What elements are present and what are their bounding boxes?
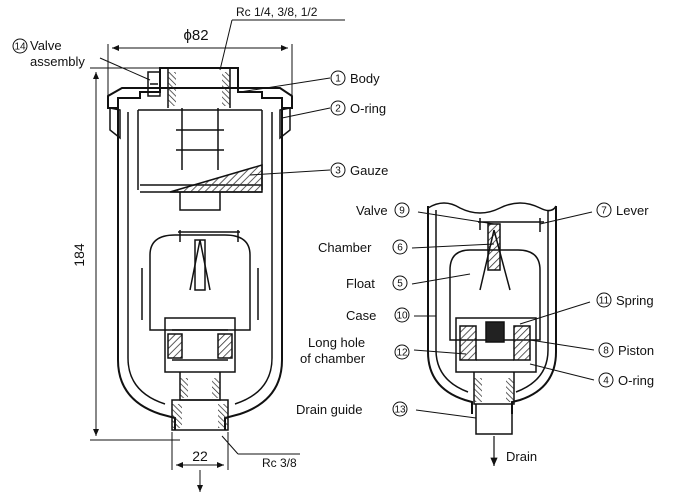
label-oring-left: 2 O-ring [330,100,386,116]
label-text: Float [346,276,375,291]
label-lever: 7 Lever [596,202,649,218]
label-valve-assembly: 14 Valve assembly [12,38,85,69]
label-drain-guide: Drain guide 13 [296,401,408,417]
left-dimensions [90,19,345,492]
label-text: Lever [616,203,649,218]
callout-circle-icon [394,307,410,323]
callout-circle-icon [12,38,28,54]
label-text: O-ring [618,373,654,388]
callout-number: 1 [335,74,341,85]
label-piston: 8 Piston [598,342,654,358]
left-assembly-drawing [107,67,293,431]
callout-number: 11 [599,296,610,307]
left-leader-lines [99,57,331,176]
label-float: Float 5 [346,275,408,291]
callout-number: 14 [14,42,26,53]
label-text: Case [346,308,376,323]
callout-number: 6 [397,243,403,254]
label-gauze: 3 Gauze [330,162,388,178]
callout-number: 5 [397,279,403,290]
label-valve: Valve 9 [356,202,410,218]
label-oring-right: 4 O-ring [598,372,654,388]
callout-circle-icon [598,342,614,358]
label-long-hole: Long hole of chamber 12 [300,335,410,366]
label-text: Piston [618,343,654,358]
right-detail-drawing [427,202,557,435]
callout-circle-icon [596,202,612,218]
callout-number: 10 [396,311,408,322]
label-text: Body [350,71,380,86]
callout-number: 3 [335,166,341,177]
callout-number: 7 [601,206,607,217]
label-text: Long hole [308,335,365,350]
label-text: Chamber [318,240,372,255]
label-text: O-ring [350,101,386,116]
callout-number: 4 [603,376,609,387]
callout-number: 2 [335,104,341,115]
callout-circle-icon [330,162,346,178]
callout-circle-icon [330,100,346,116]
callout-number: 13 [394,405,406,416]
callout-circle-icon [596,292,612,308]
callout-circle-icon [394,344,410,360]
callout-circle-icon [392,239,408,255]
label-text: Valve [356,203,388,218]
label-case: Case 10 [346,307,410,323]
callout-circle-icon [392,401,408,417]
callout-number: 12 [396,348,408,359]
label-drain: Drain [506,449,537,464]
callout-circle-icon [330,70,346,86]
dim-top-port: Rc 1/4, 3/8, 1/2 [236,5,318,19]
dim-height: 184 [71,243,87,267]
right-leader-lines [411,211,595,419]
label-chamber: Chamber 6 [318,239,408,255]
dim-bottom-width: 22 [192,448,208,464]
label-text: Gauze [350,163,388,178]
label-text: Valve [30,38,62,53]
dim-top-diameter: ϕ82 [183,27,208,44]
label-text: assembly [30,54,85,69]
callout-number: 9 [399,206,405,217]
label-text: Spring [616,293,654,308]
label-text: of chamber [300,351,366,366]
dim-bottom-port: Rc 3/8 [262,456,297,470]
label-spring: 11 Spring [596,292,654,308]
callout-number: 8 [603,346,609,357]
label-body: 1 Body [330,70,380,86]
label-text: Drain guide [296,402,363,417]
callout-circle-icon [394,202,410,218]
callout-circle-icon [598,372,614,388]
callout-circle-icon [392,275,408,291]
